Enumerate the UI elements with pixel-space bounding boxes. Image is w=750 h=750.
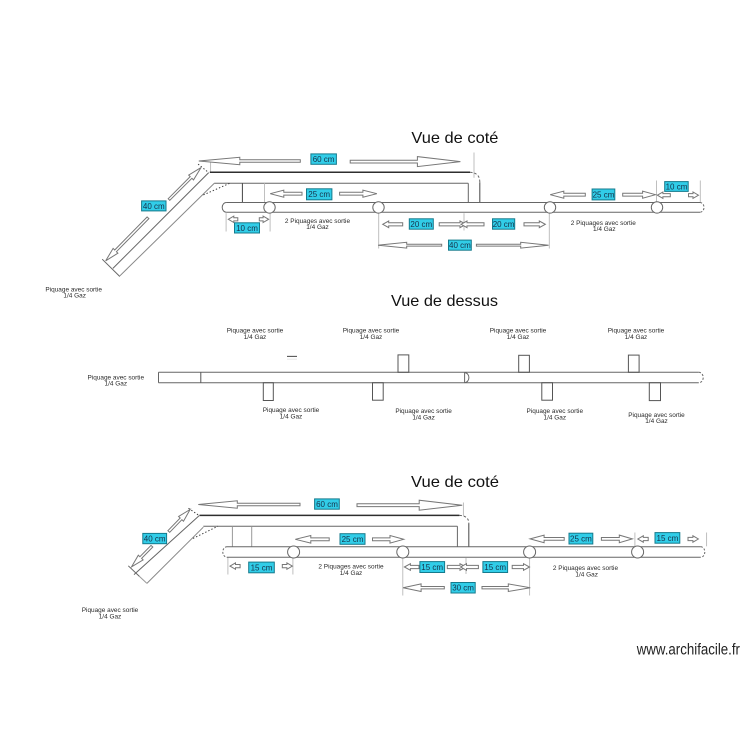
svg-text:1/4 Gaz: 1/4 Gaz [244,334,267,341]
svg-text:Vue de coté: Vue de coté [411,130,498,147]
svg-text:Piquage avec sortie: Piquage avec sortie [82,607,139,614]
svg-text:1/4 Gaz: 1/4 Gaz [99,614,122,621]
svg-text:2 Piquages avec sortie: 2 Piquages avec sortie [318,564,384,571]
svg-text:Piquage avec sortie: Piquage avec sortie [628,412,685,419]
svg-text:25 cm: 25 cm [570,535,592,544]
svg-text:Piquage avec sortie: Piquage avec sortie [45,286,102,293]
svg-text:1/4 Gaz: 1/4 Gaz [507,334,530,341]
svg-text:1/4 Gaz: 1/4 Gaz [306,224,329,231]
svg-text:Vue de dessus: Vue de dessus [391,293,498,310]
svg-text:15 cm: 15 cm [251,563,273,572]
svg-text:2 Piquages avec sortie: 2 Piquages avec sortie [285,218,351,225]
svg-text:1/4 Gaz: 1/4 Gaz [340,570,363,577]
svg-text:1/4 Gaz: 1/4 Gaz [280,413,303,420]
svg-text:Piquage avec sortie: Piquage avec sortie [88,374,145,381]
svg-text:1/4 Gaz: 1/4 Gaz [63,293,86,300]
svg-text:1/4 Gaz: 1/4 Gaz [544,414,567,421]
svg-text:40 cm: 40 cm [449,241,471,250]
svg-text:60 cm: 60 cm [313,155,335,164]
svg-text:1/4 Gaz: 1/4 Gaz [360,334,383,341]
svg-text:1/4 Gaz: 1/4 Gaz [105,380,128,387]
svg-text:20 cm: 20 cm [493,220,515,229]
svg-text:Piquage avec sortie: Piquage avec sortie [608,328,665,335]
svg-text:25 cm: 25 cm [308,190,330,199]
svg-text:Piquage avec sortie: Piquage avec sortie [227,328,284,335]
svg-text:Piquage avec sortie: Piquage avec sortie [527,408,584,415]
svg-text:2 Piquages avec sortie: 2 Piquages avec sortie [553,565,619,572]
svg-text:40 cm: 40 cm [144,534,166,543]
svg-text:15 cm: 15 cm [484,563,506,572]
svg-text:1/4 Gaz: 1/4 Gaz [645,418,668,425]
svg-text:Piquage avec sortie: Piquage avec sortie [343,328,400,335]
svg-text:40 cm: 40 cm [143,202,165,211]
svg-text:1/4 Gaz: 1/4 Gaz [593,226,616,233]
svg-text:Piquage avec sortie: Piquage avec sortie [263,407,320,414]
svg-text:Piquage avec sortie: Piquage avec sortie [490,328,547,335]
svg-text:15 cm: 15 cm [421,563,443,572]
svg-text:10 cm: 10 cm [666,182,688,191]
svg-text:Piquage avec sortie: Piquage avec sortie [395,408,452,415]
svg-text:1/4 Gaz: 1/4 Gaz [575,571,598,578]
svg-text:25 cm: 25 cm [342,535,364,544]
svg-text:www.archifacile.fr: www.archifacile.fr [636,641,740,658]
svg-text:30 cm: 30 cm [452,584,474,593]
svg-text:25 cm: 25 cm [593,190,615,199]
svg-text:10 cm: 10 cm [236,224,258,233]
svg-text:60 cm: 60 cm [316,500,338,509]
svg-text:15 cm: 15 cm [657,534,679,543]
svg-text:1/4 Gaz: 1/4 Gaz [412,414,435,421]
svg-text:Vue de coté: Vue de coté [411,474,499,491]
svg-text:2 Piquages avec sortie: 2 Piquages avec sortie [571,220,637,227]
svg-text:20 cm: 20 cm [410,220,432,229]
svg-text:1/4 Gaz: 1/4 Gaz [625,334,648,341]
